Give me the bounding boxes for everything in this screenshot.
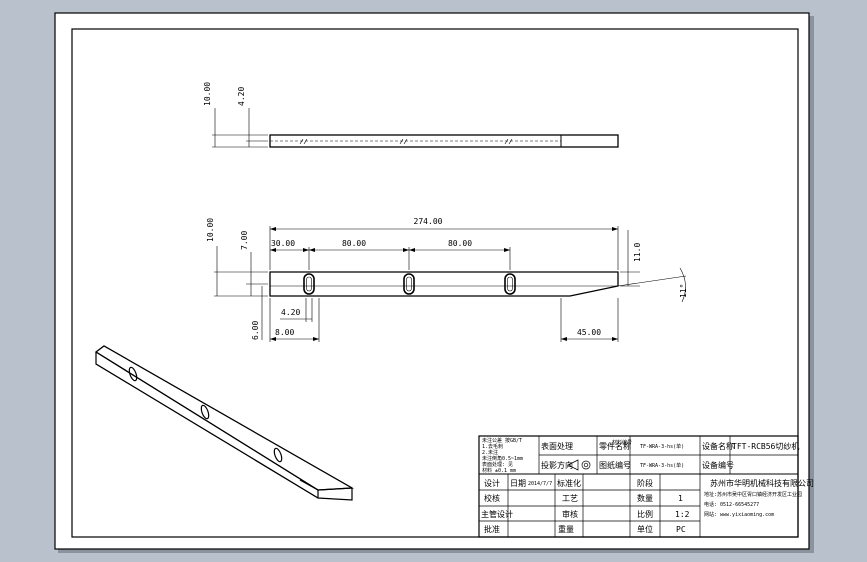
iso-slot-1	[128, 366, 138, 382]
title-block	[478, 435, 799, 538]
slot-3	[504, 273, 516, 295]
dim-slot-width: 4.20	[281, 308, 300, 317]
tb-company: 苏州市华明机械科技有限公司	[710, 478, 814, 488]
angle-line	[617, 275, 687, 287]
tb-chief-label: 主管设计	[481, 509, 513, 519]
angle-arc	[679, 267, 686, 303]
dim-angle: 11°	[679, 284, 688, 298]
drawing-sheet	[54, 12, 810, 550]
tb-designer-label: 设计	[484, 478, 500, 488]
tb-device-name-label: 设备名称	[702, 441, 734, 451]
slot-2	[403, 273, 415, 295]
dim-slot-length: 8.00	[275, 328, 294, 337]
note-line: 1.去毛刺	[482, 443, 503, 450]
dim-bevel-length: 45.00	[577, 328, 601, 337]
iso-bevel	[299, 479, 319, 491]
slot-1	[303, 273, 315, 295]
tb-part-name-2: TF-WRA-3-hs(单)	[640, 462, 684, 469]
isometric-view	[94, 345, 355, 501]
tb-device-no-label: 设备编号	[702, 460, 734, 470]
tb-unit: PC	[676, 525, 686, 534]
dim-half: 7.00	[240, 231, 249, 250]
tb-approve-label: 批准	[484, 524, 500, 534]
dim-first-slot: 30.00	[271, 239, 295, 248]
tb-date: 2014/7/7	[528, 481, 552, 487]
slot-1-inner	[306, 276, 312, 292]
note-line: 2.未注	[482, 449, 498, 456]
slot-mark	[299, 138, 513, 145]
note-line: 未注公差 按GB/T	[482, 437, 522, 444]
tb-drawing-no-label: 图纸编号	[599, 460, 631, 470]
slot-2-inner	[406, 276, 412, 292]
tb-qty: 1	[678, 494, 683, 503]
dim-overall: 274.00	[414, 217, 443, 226]
note-line: 表面处理: 见	[482, 461, 513, 468]
tb-standard-label: 标准化	[557, 478, 581, 488]
top-dim-offset: 4.20	[237, 87, 246, 106]
tb-qty-label: 数量	[637, 493, 653, 503]
dim-height: 10.00	[206, 218, 215, 242]
tb-address: 地址:苏州市吴中区胥口镇经济开发区工业园	[704, 491, 802, 498]
tb-tel: 电话: 0512-66545277	[704, 501, 759, 508]
iso-edge	[95, 363, 319, 499]
tb-material-no: 材料编号	[612, 439, 632, 446]
tb-process-label: 工艺	[562, 494, 578, 503]
tb-stage-label: 阶段	[637, 478, 653, 488]
tb-web: 网站: www.yixiaoming.com	[704, 511, 774, 518]
title-block-frame	[478, 435, 799, 538]
note-line: 未注倒角0.5~1mm	[482, 455, 523, 462]
title-block-notes: 未注公差 按GB/T 1.去毛刺 2.未注 未注倒角0.5~1mm 表面处理: …	[482, 437, 523, 474]
front-view-outline	[269, 271, 619, 297]
tb-projection: 投影方向	[541, 460, 573, 470]
inner-frame	[71, 28, 799, 538]
dim-end-height: 11.0	[633, 243, 642, 262]
iso-slot-2	[200, 404, 210, 420]
top-dim-height: 10.00	[203, 82, 212, 106]
tb-part-label: 零件名称	[599, 441, 631, 451]
tb-unit-label: 单位	[637, 524, 653, 534]
tb-scale-label: 比例	[637, 509, 653, 519]
tb-part-name: TF-WRA-3-hs(单)	[640, 443, 684, 450]
top-view	[212, 108, 619, 148]
iso-slot-3	[273, 447, 283, 463]
projection-symbol	[567, 459, 579, 471]
tb-date-label: 日期	[510, 479, 526, 488]
slot-3-inner	[507, 276, 513, 292]
dim-pitch-1: 80.00	[342, 239, 366, 248]
tb-audit-label: 审核	[562, 509, 578, 519]
projection-symbol	[583, 462, 589, 468]
projection-symbol	[581, 460, 591, 470]
tb-device-name: TFT-RCB56切纱机	[732, 441, 799, 451]
tb-weight-label: 重量	[558, 524, 574, 534]
note-line: 材料 ±0.1 mm	[482, 467, 516, 474]
dim-side: 6.00	[251, 321, 260, 340]
tb-checker-label: 校核	[484, 493, 500, 503]
dim-pitch-2: 80.00	[448, 239, 472, 248]
tb-surface-treatment: 表面处理	[541, 441, 573, 451]
tb-scale: 1:2	[675, 510, 690, 519]
